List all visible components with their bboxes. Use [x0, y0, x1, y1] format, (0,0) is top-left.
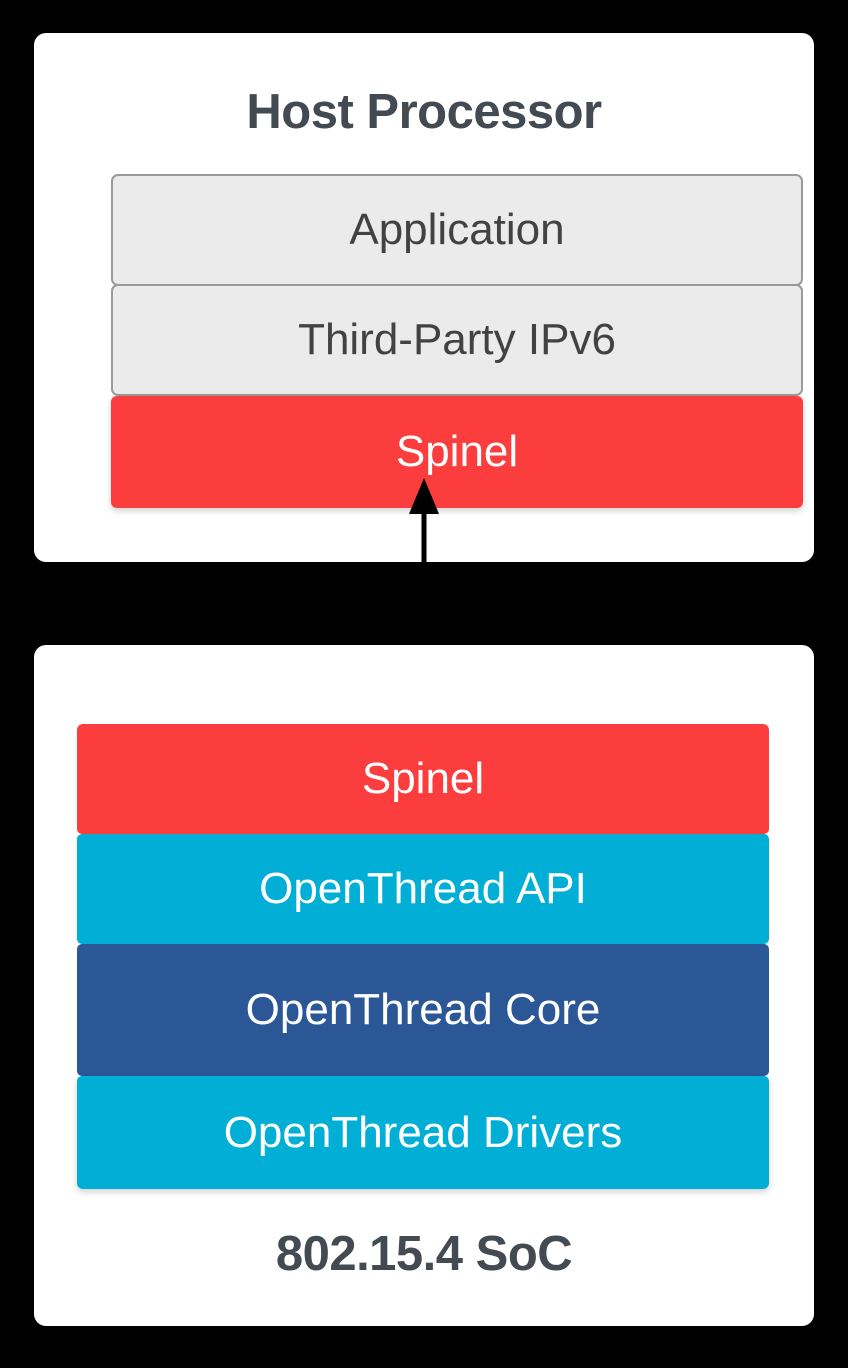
layer-openthread-api: OpenThread API: [77, 834, 769, 944]
layer-openthread-core: OpenThread Core: [77, 944, 769, 1076]
panel-title-soc: 802.15.4 SoC: [275, 1227, 573, 1281]
panel-host-processor: Host Processor Application Third-Party I…: [34, 33, 814, 562]
layer-spinel-host: Spinel: [111, 396, 803, 508]
layer-openthread-drivers: OpenThread Drivers: [77, 1076, 769, 1189]
layer-application: Application: [111, 174, 803, 286]
layer-stack-host: Application Third-Party IPv6 Spinel: [111, 174, 803, 508]
layer-stack-soc: Spinel OpenThread API OpenThread Core Op…: [77, 724, 769, 1189]
layer-spinel-soc: Spinel: [77, 724, 769, 834]
panel-title-host-processor: Host Processor: [246, 85, 602, 139]
layer-third-party-ipv6: Third-Party IPv6: [111, 284, 803, 396]
panel-soc: Spinel OpenThread API OpenThread Core Op…: [34, 645, 814, 1326]
